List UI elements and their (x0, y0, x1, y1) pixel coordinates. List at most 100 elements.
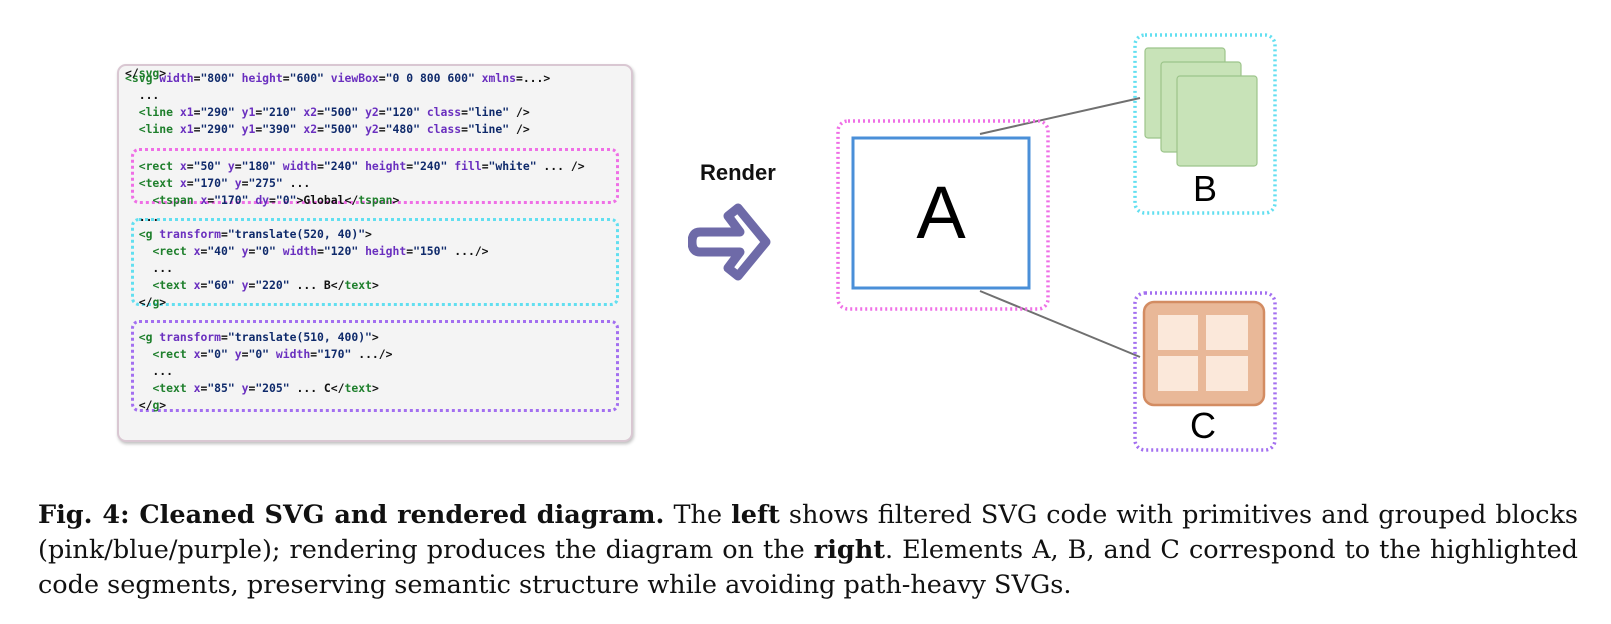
code-token: = (378, 122, 386, 136)
code-token: > (159, 295, 167, 309)
code-line: ... (125, 364, 173, 378)
code-token: "170" (317, 347, 352, 361)
code-token: "240" (413, 159, 448, 173)
code-token: >Global</ (296, 193, 359, 207)
code-token: "50" (193, 159, 222, 173)
code-token: = (241, 347, 249, 361)
code-token: "60" (207, 278, 235, 292)
code-token: = (200, 278, 208, 292)
code-token: width (159, 71, 194, 85)
code-token: x2 (303, 105, 318, 119)
code-token: = (282, 71, 290, 85)
element-a-box (851, 136, 1031, 290)
code-token: <rect (152, 244, 194, 258)
code-token: = (234, 159, 242, 173)
element-c-label: C (1190, 405, 1216, 446)
element-c-cell-3 (1158, 356, 1198, 391)
code-token: = (221, 330, 228, 344)
code-token: "220" (255, 278, 290, 292)
code-token: <rect (138, 159, 180, 173)
code-line: <rect x="40" y="0" width="120" height="1… (125, 244, 489, 258)
code-token: = (269, 193, 276, 207)
purple-highlight-block (131, 320, 619, 412)
code-token: /> (509, 122, 530, 136)
code-token: x1 (179, 122, 194, 136)
caption-left: left (731, 500, 780, 530)
code-token: y2 (365, 105, 379, 119)
element-a-highlight (836, 119, 1050, 311)
code-token: <text (138, 176, 180, 190)
code-token: x (193, 347, 201, 361)
code-token: text (344, 381, 372, 395)
code-token: > (159, 66, 167, 80)
code-token: "120" (385, 105, 420, 119)
code-token: y1 (241, 105, 256, 119)
render-arrow-icon (688, 203, 771, 281)
code-token: ... (125, 210, 160, 224)
code-token: x (193, 381, 201, 395)
code-token: = (406, 244, 414, 258)
code-panel: <svg width="800" height="600" viewBox="0… (117, 64, 633, 442)
code-token: fill (454, 159, 482, 173)
code-token: = (378, 71, 386, 85)
code-token: x (200, 193, 208, 207)
code-line: <svg width="800" height="600" viewBox="0… (125, 71, 550, 85)
code-line: <text x="60" y="220" ... B</text> (125, 278, 379, 292)
code-token: = (200, 244, 208, 258)
code-token: .../> (447, 244, 489, 258)
code-token: "85" (207, 381, 235, 395)
code-token: y (234, 176, 242, 190)
element-a-label: A (916, 171, 966, 254)
code-token: g (152, 295, 160, 309)
code-token: /> (509, 105, 530, 119)
caption-right: right (813, 535, 886, 565)
code-token: "480" (385, 122, 420, 136)
code-token: tspan (358, 193, 393, 207)
caption-figure-label: Fig. 4: Cleaned SVG and rendered diagram… (38, 500, 665, 530)
code-line: <rect x="0" y="0" width="170" .../> (125, 347, 392, 361)
code-token: = (248, 381, 256, 395)
code-token: <svg (125, 71, 160, 85)
pink-highlight-block (131, 148, 619, 204)
code-token: "0" (207, 347, 228, 361)
code-token: viewBox (330, 71, 379, 85)
code-token: > (371, 278, 379, 292)
code-token: class (426, 105, 462, 119)
code-token: ... /> (536, 159, 585, 173)
code-token: y (234, 347, 242, 361)
code-token: "line" (467, 122, 510, 136)
code-token: ... (125, 364, 174, 378)
code-token: x (179, 176, 187, 190)
code-token: y (241, 381, 249, 395)
code-token: x2 (303, 122, 318, 136)
code-token: "500" (323, 105, 359, 119)
code-token: </ (125, 66, 139, 80)
code-token: y (241, 278, 249, 292)
code-token: "line" (467, 105, 510, 119)
code-token: ... C</ (289, 381, 345, 395)
code-token: > (371, 330, 379, 344)
code-token: y2 (365, 122, 379, 136)
code-token: transform (159, 227, 222, 241)
code-token: = (186, 176, 194, 190)
element-b-card-front (1176, 75, 1258, 167)
code-token: = (255, 122, 263, 136)
code-token: = (207, 193, 215, 207)
element-c-cell-4 (1206, 356, 1248, 391)
code-token: "600" (289, 71, 324, 85)
code-token: > (371, 381, 379, 395)
code-line: ... (125, 88, 160, 102)
code-token: svg (138, 66, 160, 80)
code-token: <line (138, 105, 180, 119)
code-token: = (200, 347, 208, 361)
code-token: <tspan (152, 193, 201, 207)
code-token: ... B</ (289, 278, 345, 292)
code-line: ... (125, 261, 173, 275)
code-token: = (317, 122, 324, 136)
code-line: <text x="170" y="275" ... (125, 176, 310, 190)
code-token: <rect (152, 347, 194, 361)
code-token: xmlns (481, 71, 516, 85)
code-token: width (275, 347, 311, 361)
blue-highlight-block (131, 218, 619, 306)
code-token: x (193, 278, 201, 292)
